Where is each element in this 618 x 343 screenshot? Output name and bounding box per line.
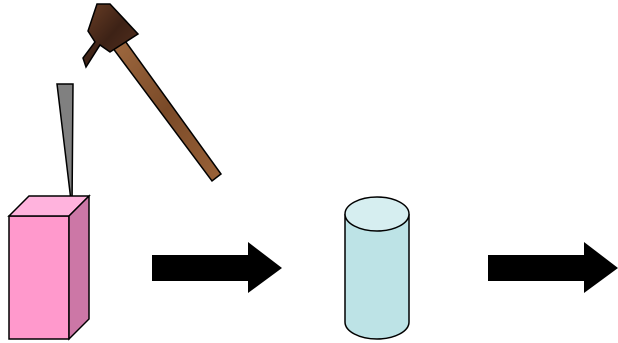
cylinder-icon <box>344 196 410 340</box>
cylinder-top <box>344 196 410 232</box>
right-arrow-icon <box>152 242 282 293</box>
cylinder-body <box>344 214 410 340</box>
right-arrow-icon <box>488 242 618 293</box>
block-front-face <box>8 215 70 340</box>
hammer-head <box>82 3 140 69</box>
hammer-icon <box>82 3 223 183</box>
hammer-handle <box>110 36 223 183</box>
block-side-face <box>68 194 90 341</box>
chisel-icon <box>56 83 74 210</box>
rectangular-block-icon <box>7 194 91 341</box>
